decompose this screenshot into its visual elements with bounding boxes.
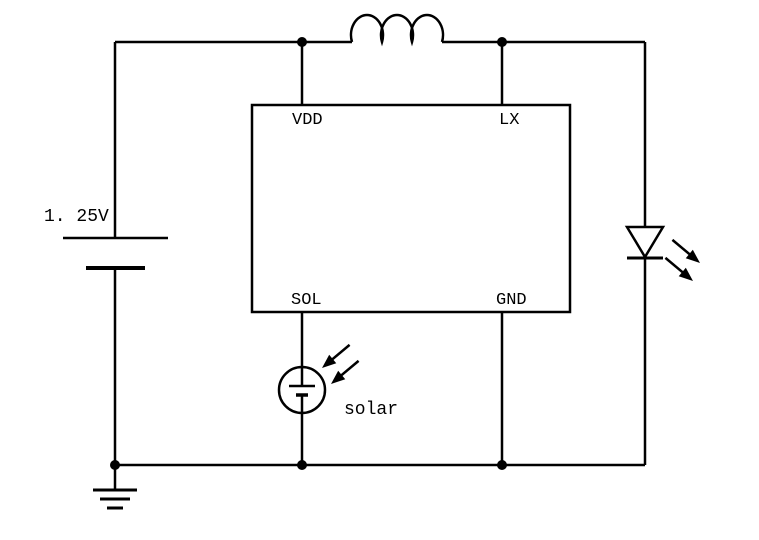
led-symbol <box>624 225 700 281</box>
earth-ground-symbol <box>93 465 137 510</box>
solar-cell-symbol: solar <box>277 343 398 420</box>
arrow-head <box>678 267 693 281</box>
junction-dot <box>497 460 507 470</box>
arrow-shaft <box>337 359 360 379</box>
battery-cell-symbol: 1. 25V <box>44 207 168 270</box>
light-ray-arrow-icon <box>322 343 351 368</box>
pin-label-vdd: VDD <box>292 111 323 130</box>
arrow-head <box>685 249 700 263</box>
arrow-shaft <box>328 343 351 363</box>
inductor-coil-symbol <box>349 13 445 47</box>
pin-label-gnd: GND <box>496 291 527 310</box>
junction-dot <box>297 460 307 470</box>
pin-label-lx: LX <box>499 111 519 130</box>
coil-loops <box>349 13 445 47</box>
light-ray-arrow-icon <box>664 256 693 281</box>
solar-label: solar <box>344 400 398 420</box>
junction-dot <box>497 37 507 47</box>
pin-label-sol: SOL <box>291 291 322 310</box>
arrow-head <box>331 370 346 384</box>
junction-dot <box>297 37 307 47</box>
arrow-head <box>322 354 337 368</box>
light-ray-arrow-icon <box>671 238 700 263</box>
ic-block: VDD LX SOL GND <box>250 103 572 314</box>
battery-voltage-label: 1. 25V <box>44 207 109 227</box>
arrow-shaft <box>664 256 687 276</box>
junction-dots <box>110 37 507 470</box>
light-ray-arrow-icon <box>331 359 360 384</box>
arrow-shaft <box>671 238 694 258</box>
led-anode-triangle <box>624 225 666 260</box>
wires <box>113 40 647 467</box>
ic-body <box>250 103 572 314</box>
solar-cell-body <box>277 365 327 415</box>
